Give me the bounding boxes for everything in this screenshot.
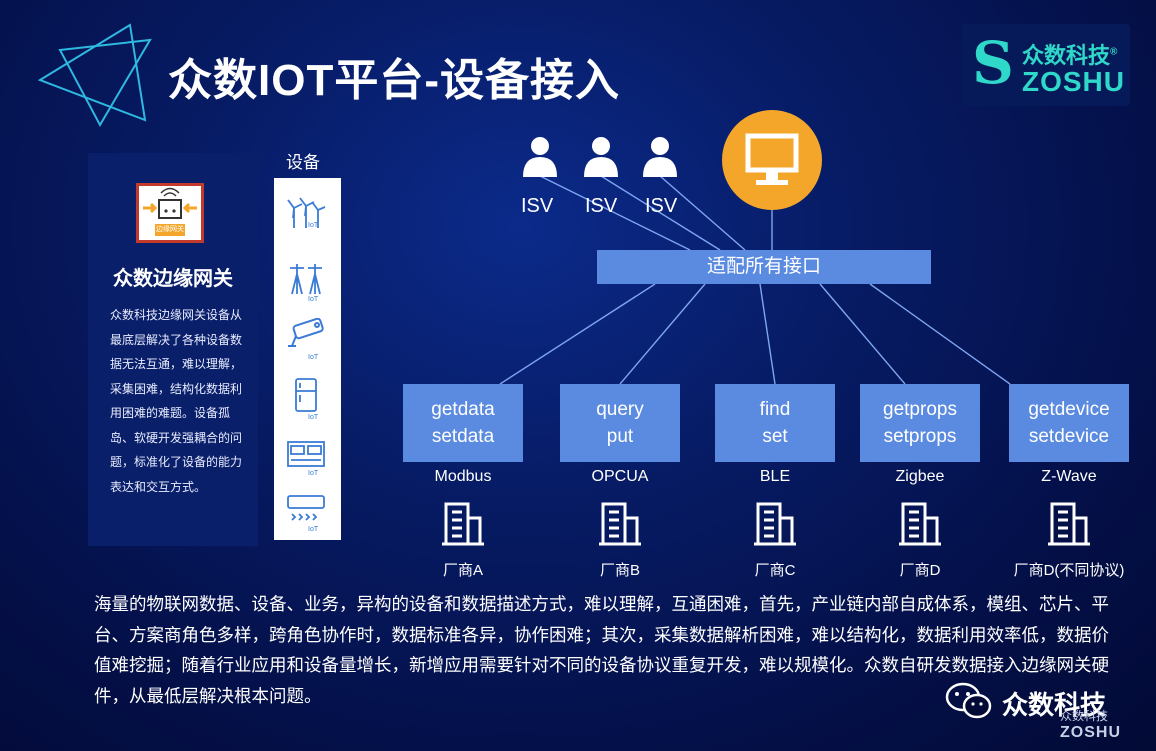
watermark-cn: 众数科技 [1060,709,1109,723]
adapter-layer-box: 适配所有接口 [597,250,931,284]
interface-line2: setdata [431,426,495,447]
vendor-label: 厂商B [599,562,640,579]
page-title: 众数IOT平台-设备接入 [168,56,620,105]
interface-box-opcua: query put [560,384,680,462]
interface-line2: put [606,426,634,447]
refrigerator-icon [295,378,317,412]
interface-line2: setprops [883,426,957,447]
gateway-title: 众数边缘网关 [113,268,233,290]
switch-cabinet-icon [287,441,325,467]
gateway-icon-label: 边缘网关 [156,226,184,233]
logo-name-cn: 众数科技® [1022,43,1118,68]
interface-line1: query [596,399,644,420]
iot-badge: IoT [308,470,319,477]
protocol-label: Zigbee [895,468,945,485]
vendor-label: 厂商C [754,562,796,579]
interface-box-zwave: getdevice setdevice [1009,384,1129,462]
platform-node [722,110,822,210]
wind-turbine-icon [287,197,326,228]
building-icon [599,502,641,546]
isv-label: ISV [585,195,618,217]
wechat-icon [945,682,992,719]
isv-label: ISV [521,195,554,217]
gateway-device-icon: 边缘网关 [136,183,204,243]
description-paragraph: 海量的物联网数据、设备、业务，异构的设备和数据描述方式，难以理解，互通困难，首先… [94,594,1109,706]
decorative-triangles [37,23,152,128]
interface-box-ble: find set [715,384,835,462]
gateway-description: 众数科技边缘网关设备从最底层解决了各种设备数据无法互通，难以理解，采集困难，结构… [110,308,243,494]
interface-box-modbus: getdata setdata [403,384,523,462]
wechat-account-label: 众数科技 [1002,690,1107,720]
devices-column: IoT IoT IoT IoT IoT IoT [274,178,341,540]
interface-line1: getprops [883,399,957,420]
interface-line1: find [759,399,791,420]
user-icon [643,137,677,177]
iot-badge: IoT [308,222,319,229]
devices-label: 设备 [286,153,320,172]
camera-icon [288,318,324,347]
interface-line2: set [762,426,788,447]
iot-badge: IoT [308,354,319,361]
vendor-label: 厂商A [442,562,483,579]
vendor-label: 厂商D [899,562,941,579]
user-icon [584,137,618,177]
interface-line1: getdevice [1028,399,1110,420]
watermark-en: ZOSHU [1060,724,1121,741]
protocol-label: OPCUA [591,468,649,485]
protocol-label: Z-Wave [1041,468,1097,485]
protocol-label: Modbus [434,468,492,485]
logo-reg-mark: ® [1110,46,1118,58]
power-tower-icon [290,264,322,295]
user-icon [523,137,557,177]
vendor-label: 厂商D(不同协议) [1013,562,1125,579]
interface-box-zigbee: getprops setprops [860,384,980,462]
interface-line2: setdevice [1028,426,1110,447]
protocol-label: BLE [759,468,791,485]
brand-logo [962,24,1130,106]
building-icon [1048,502,1090,546]
monitor-icon [745,133,799,185]
isv-label: ISV [645,195,678,217]
iot-badge: IoT [308,526,319,533]
logo-name-en: ZOSHU [1022,66,1125,97]
logo-s-glyph: S [972,29,1014,97]
iot-badge: IoT [308,296,319,303]
building-icon [754,502,796,546]
iot-badge: IoT [308,414,319,421]
interface-line1: getdata [431,399,495,420]
building-icon [899,502,941,546]
building-icon [442,502,484,546]
air-conditioner-icon [287,495,325,521]
